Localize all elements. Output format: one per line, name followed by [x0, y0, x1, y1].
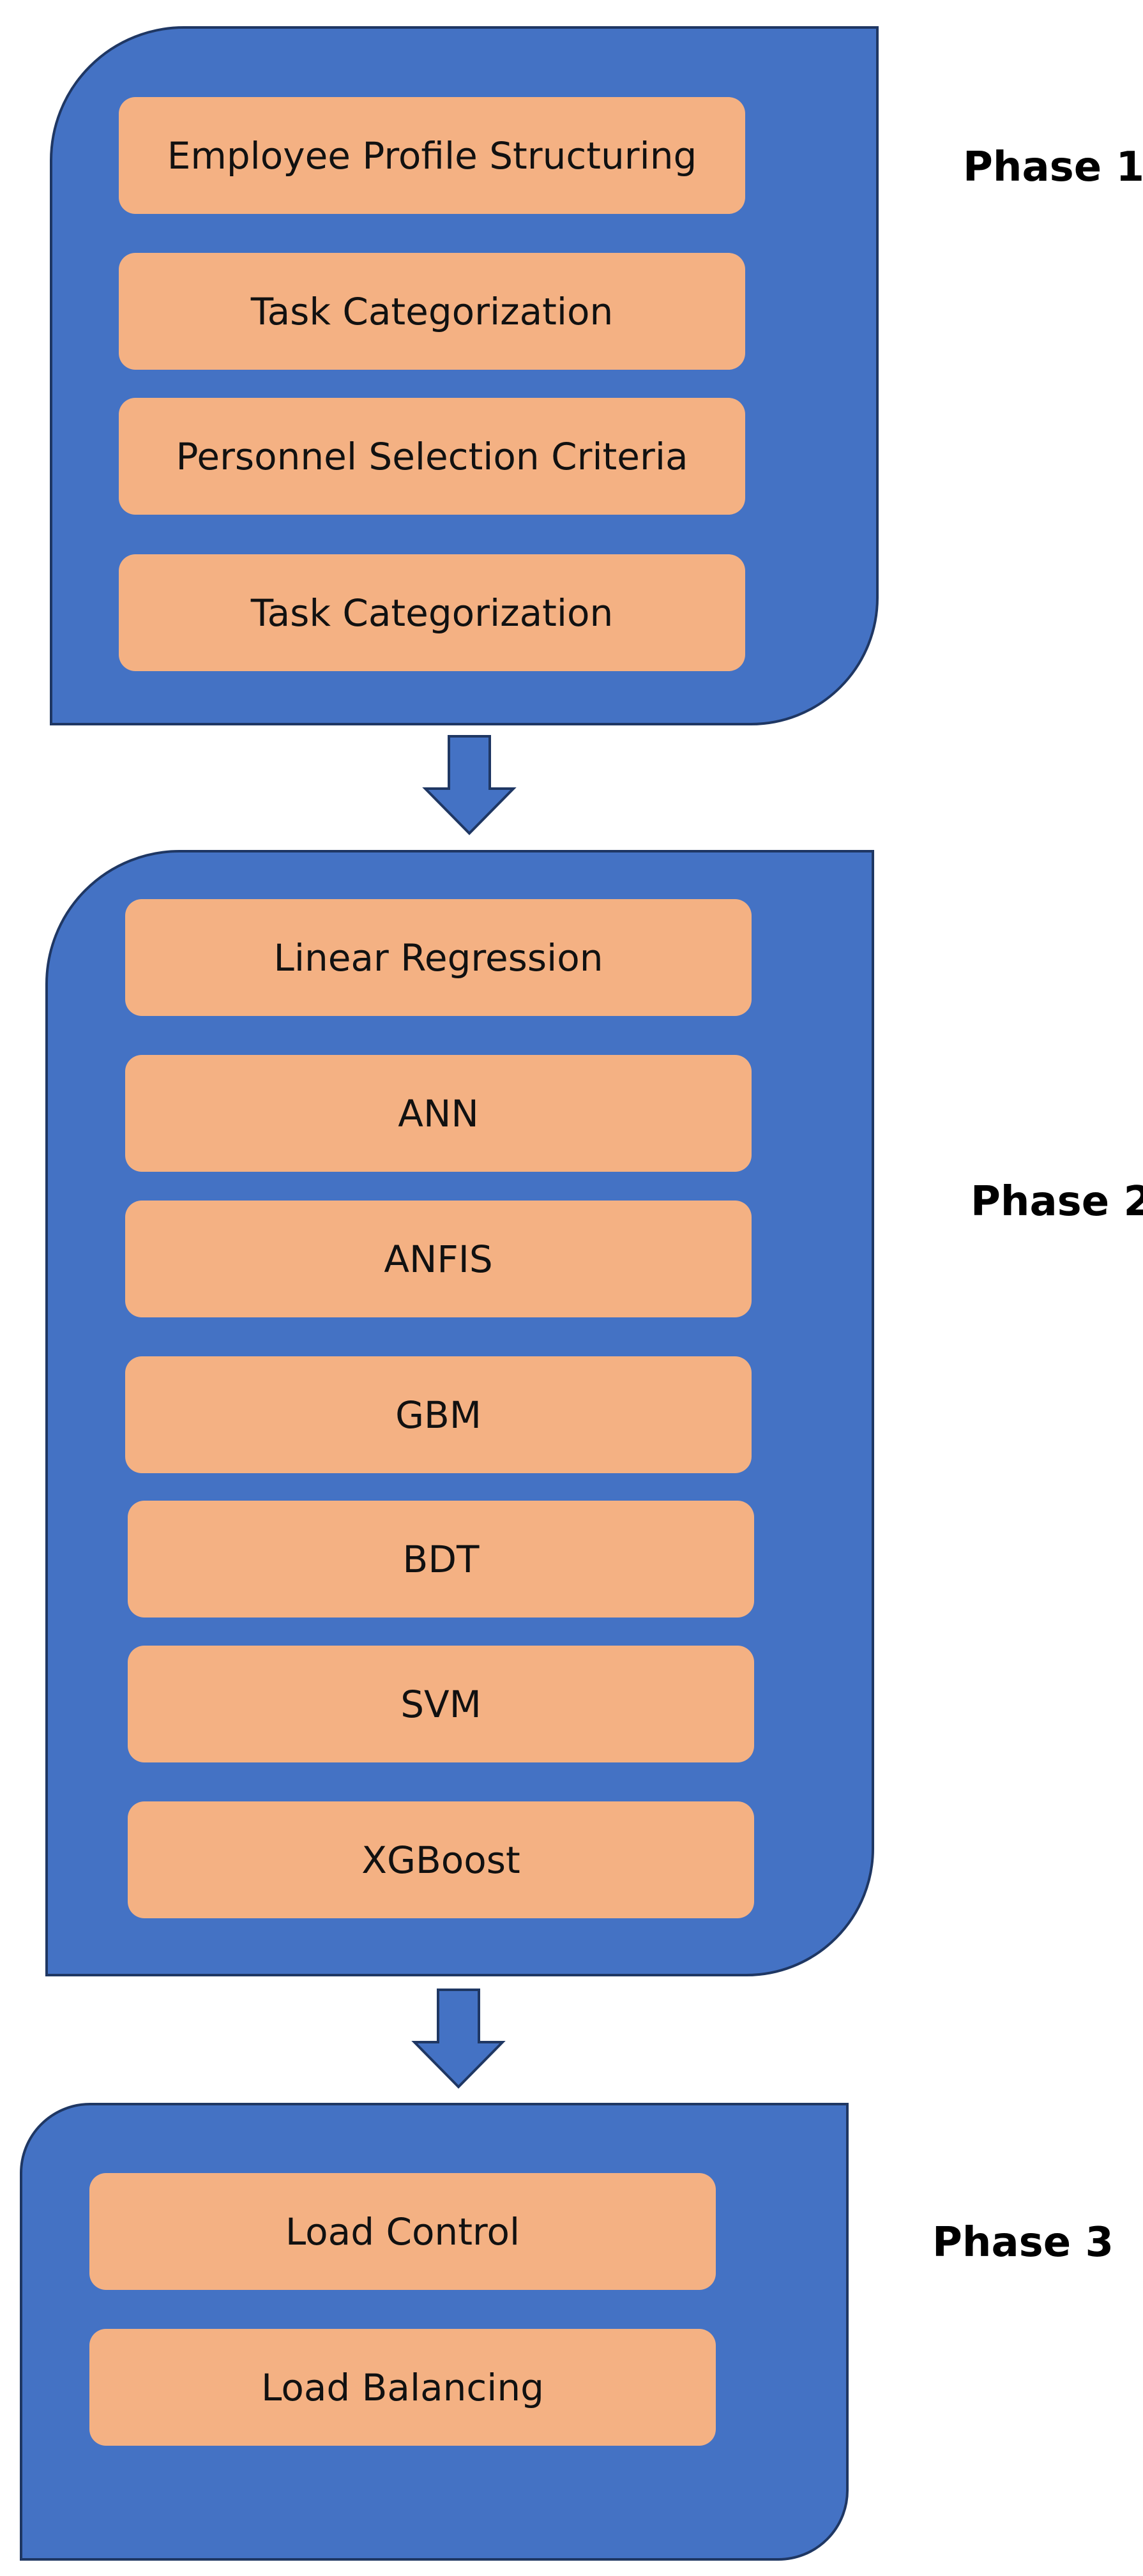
- phase-1-label: Phase 1: [963, 144, 1143, 191]
- phase-1-step-4: Task Categorization: [119, 554, 745, 671]
- arrow-down-icon: [422, 735, 517, 835]
- phase-2-step-1: Linear Regression: [125, 899, 752, 1016]
- phase-1-step-3: Personnel Selection Criteria: [119, 398, 745, 515]
- phase-1-step-1: Employee Profile Structuring: [119, 97, 745, 214]
- arrow-down-icon: [411, 1989, 506, 2089]
- phase-3-step-2: Load Balancing: [89, 2329, 716, 2446]
- phase-3-label: Phase 3: [932, 2219, 1114, 2266]
- phase-2-step-7: XGBoost: [128, 1801, 754, 1918]
- phase-2-step-3: ANFIS: [125, 1201, 752, 1317]
- phase-2-step-6: SVM: [128, 1646, 754, 1762]
- phase-1-step-2: Task Categorization: [119, 253, 745, 370]
- phase-2-step-2: ANN: [125, 1055, 752, 1172]
- phase-2-label: Phase 2: [971, 1178, 1143, 1225]
- phase-2-step-5: BDT: [128, 1501, 754, 1618]
- phase-2-step-4: GBM: [125, 1356, 752, 1473]
- phase-3-step-1: Load Control: [89, 2173, 716, 2290]
